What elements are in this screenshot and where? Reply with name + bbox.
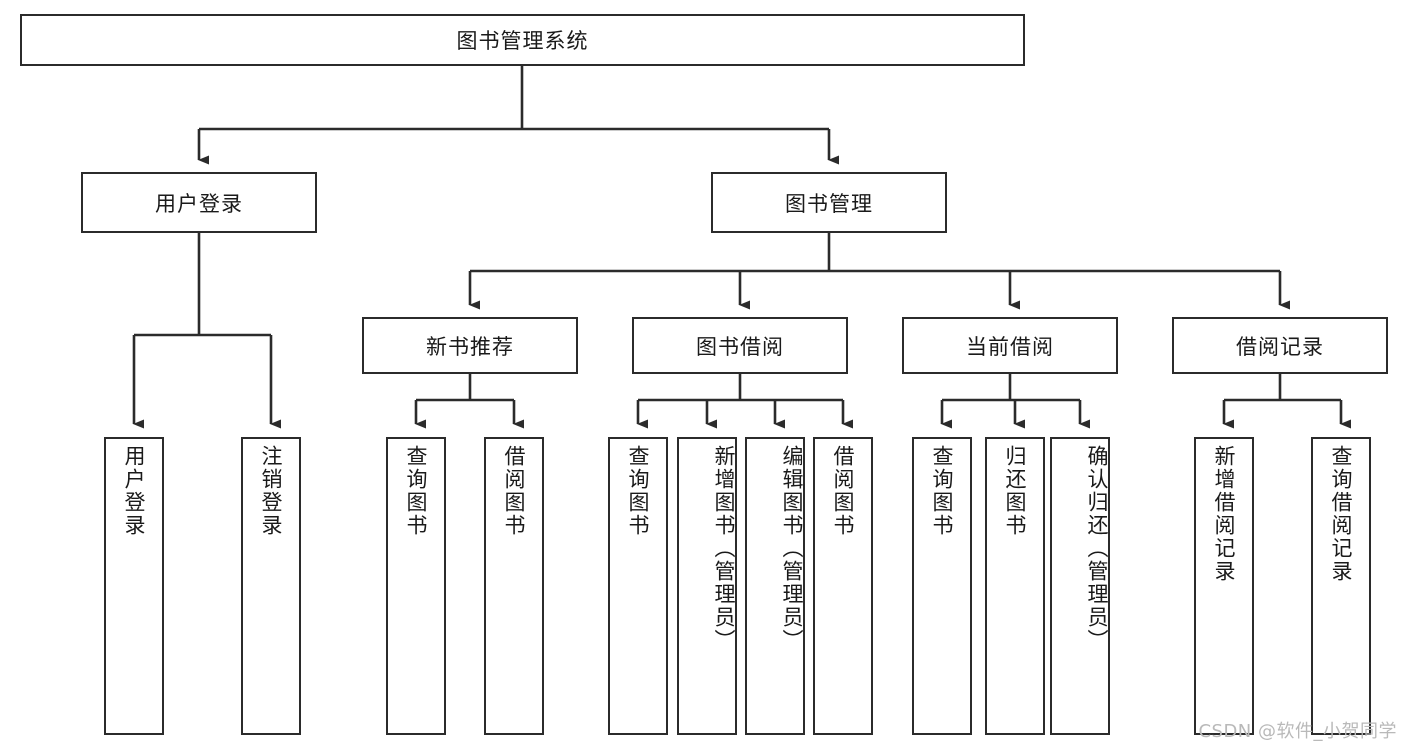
leaf-add-record[interactable]: 新增借阅记录 [1194, 437, 1254, 735]
leaf-logout-label: 注销登录 [259, 445, 284, 537]
node-book-borrow-label: 图书借阅 [696, 334, 784, 359]
leaf-borrow-book-2-label: 借阅图书 [831, 445, 856, 537]
node-borrow-record[interactable]: 借阅记录 [1172, 317, 1388, 374]
leaf-user-login[interactable]: 用户登录 [104, 437, 164, 735]
node-current-borrow-label: 当前借阅 [966, 334, 1054, 359]
watermark: CSDN @软件_小贺同学 [1198, 721, 1397, 742]
node-book-manage[interactable]: 图书管理 [711, 172, 947, 233]
node-root-label: 图书管理系统 [456, 29, 589, 53]
leaf-confirm-return-label: 确认归还（管理员） [1085, 445, 1109, 652]
leaf-borrow-book-1[interactable]: 借阅图书 [484, 437, 544, 735]
leaf-query-book-3[interactable]: 查询图书 [912, 437, 972, 735]
leaf-borrow-book-1-label: 借阅图书 [502, 445, 527, 537]
leaf-logout[interactable]: 注销登录 [241, 437, 301, 735]
leaf-query-book-1[interactable]: 查询图书 [386, 437, 446, 735]
edges-book-borrow [636, 374, 853, 429]
node-borrow-record-label: 借阅记录 [1236, 334, 1324, 359]
node-new-book-recommend[interactable]: 新书推荐 [362, 317, 578, 374]
leaf-user-login-label: 用户登录 [122, 445, 147, 537]
node-user-login-label: 用户登录 [155, 191, 243, 216]
leaf-edit-book-label: 编辑图书（管理员） [780, 445, 804, 652]
edges-current-borrow [940, 374, 1090, 429]
node-current-borrow[interactable]: 当前借阅 [902, 317, 1118, 374]
node-new-book-recommend-label: 新书推荐 [426, 334, 514, 359]
edges-new-book-recommend [414, 374, 524, 429]
node-book-manage-label: 图书管理 [785, 191, 873, 216]
leaf-add-record-label: 新增借阅记录 [1212, 445, 1237, 583]
node-book-borrow[interactable]: 图书借阅 [632, 317, 848, 374]
edges-user-login [132, 233, 281, 429]
leaf-add-book-label: 新增图书（管理员） [712, 445, 736, 652]
leaf-return-book-label: 归还图书 [1003, 445, 1028, 537]
leaf-edit-book[interactable]: 编辑图书（管理员） [745, 437, 805, 735]
edges-root [197, 66, 839, 165]
leaf-query-record[interactable]: 查询借阅记录 [1311, 437, 1371, 735]
leaf-query-book-2[interactable]: 查询图书 [608, 437, 668, 735]
leaf-query-record-label: 查询借阅记录 [1329, 445, 1354, 583]
leaf-add-book[interactable]: 新增图书（管理员） [677, 437, 737, 735]
leaf-confirm-return[interactable]: 确认归还（管理员） [1050, 437, 1110, 735]
node-root[interactable]: 图书管理系统 [20, 14, 1025, 66]
leaf-borrow-book-2[interactable]: 借阅图书 [813, 437, 873, 735]
edges-borrow-record [1222, 374, 1351, 429]
edges-book-manage [468, 233, 1290, 310]
leaf-query-book-3-label: 查询图书 [930, 445, 955, 537]
leaf-query-book-1-label: 查询图书 [404, 445, 429, 537]
node-user-login[interactable]: 用户登录 [81, 172, 317, 233]
leaf-query-book-2-label: 查询图书 [626, 445, 651, 537]
leaf-return-book[interactable]: 归还图书 [985, 437, 1045, 735]
